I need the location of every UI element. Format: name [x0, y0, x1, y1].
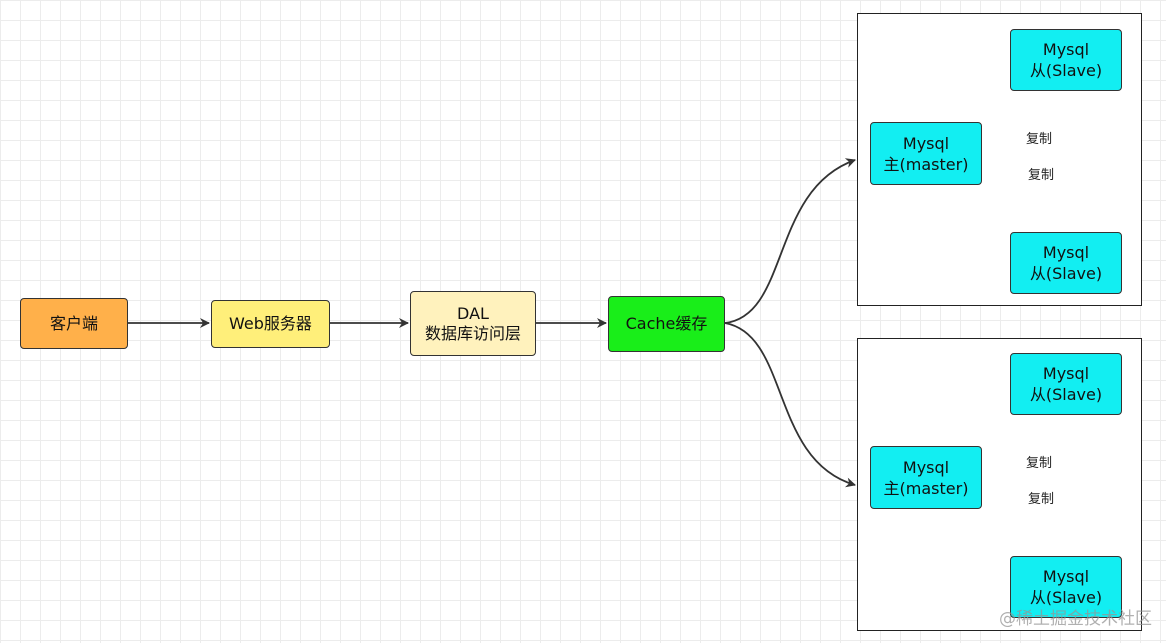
- mysql-slave-node: Mysql 从(Slave): [1010, 556, 1122, 618]
- web-server-node: Web服务器: [211, 300, 330, 348]
- master-label-line2: 主(master): [883, 154, 969, 174]
- watermark: @稀土掘金技术社区: [999, 609, 1152, 629]
- master-label-line1: Mysql: [902, 133, 950, 153]
- mysql-master-node: Mysql 主(master): [870, 446, 982, 509]
- client-node: 客户端: [20, 298, 128, 349]
- edge-cache-to-group1: [724, 158, 856, 324]
- slave-label-line2: 从(Slave): [1029, 264, 1103, 283]
- mysql-slave-node: Mysql 从(Slave): [1010, 232, 1122, 294]
- slave-label-line1: Mysql: [1042, 243, 1090, 262]
- slave-label-line1: Mysql: [1042, 567, 1090, 586]
- replication-label: 复制: [1027, 492, 1056, 507]
- dal-node: DAL 数据库访问层: [410, 291, 536, 356]
- slave-label-line2: 从(Slave): [1029, 385, 1103, 404]
- slave-label-line1: Mysql: [1042, 40, 1090, 59]
- mysql-slave-node: Mysql 从(Slave): [1010, 353, 1122, 415]
- mysql-slave-node: Mysql 从(Slave): [1010, 29, 1122, 91]
- master-label-line1: Mysql: [902, 457, 950, 477]
- replication-label: 复制: [1025, 456, 1054, 471]
- cache-node: Cache缓存: [608, 296, 725, 352]
- cache-label: Cache缓存: [625, 314, 708, 333]
- slave-label-line2: 从(Slave): [1029, 588, 1103, 607]
- web-server-label: Web服务器: [229, 314, 312, 333]
- edge-cache-to-group2: [724, 322, 856, 488]
- replication-label: 复制: [1025, 132, 1054, 147]
- client-label: 客户端: [49, 313, 98, 333]
- mysql-master-node: Mysql 主(master): [870, 122, 982, 185]
- master-label-line2: 主(master): [883, 478, 969, 498]
- dal-label-line1: DAL: [457, 303, 489, 323]
- slave-label-line1: Mysql: [1042, 364, 1090, 383]
- slave-label-line2: 从(Slave): [1029, 61, 1103, 80]
- replication-label: 复制: [1027, 168, 1056, 183]
- dal-label-line2: 数据库访问层: [424, 323, 521, 343]
